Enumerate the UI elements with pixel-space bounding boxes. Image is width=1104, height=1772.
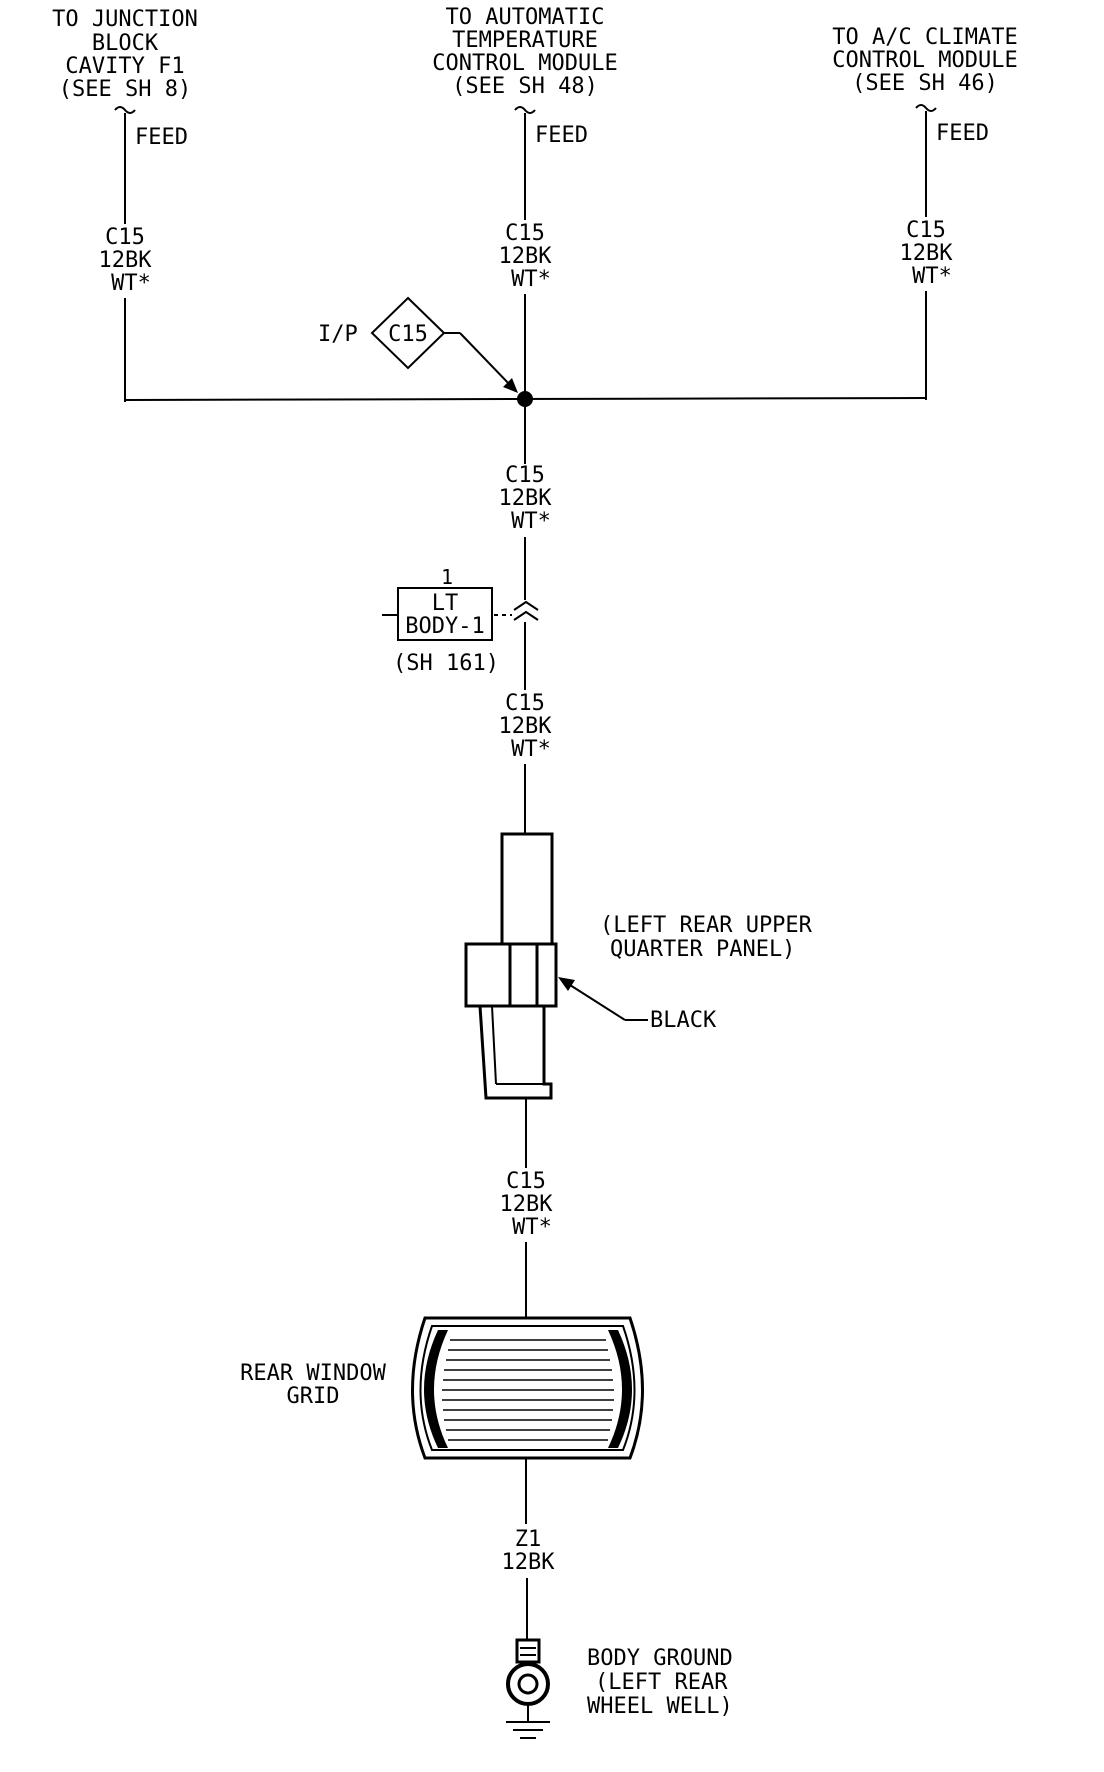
splice-label: I/P C15 [318, 296, 518, 393]
source-temp-line2: TEMPERATURE [452, 28, 598, 53]
source-temp-line3: CONTROL MODULE [432, 51, 617, 76]
splice-leader [459, 332, 513, 388]
source-junction-block: TO JUNCTION BLOCK CAVITY F1 (SEE SH 8) F… [52, 7, 198, 296]
wire-circuit-label: Z1 [515, 1527, 542, 1552]
ground-terminal-crimp [515, 1638, 541, 1664]
feed-break-mark [915, 104, 937, 112]
source-temperature-module: TO AUTOMATIC TEMPERATURE CONTROL MODULE … [432, 5, 617, 292]
color-leader [569, 984, 626, 1021]
grid-label-line2: GRID [287, 1384, 340, 1409]
wire-gauge-label: 12BK [499, 486, 553, 511]
wire-gauge-label: 12BK [499, 244, 553, 269]
wire-color-label: WT* [111, 271, 151, 296]
wire-color-label: WT* [511, 509, 551, 534]
ground-label-line2: (LEFT REAR [595, 1670, 728, 1695]
wire-label-mid2: C15 12BK WT* [499, 691, 553, 762]
connector-location-line2: QUARTER PANEL) [610, 937, 795, 962]
wire-gauge-label: 12BK [500, 1192, 554, 1217]
body-ground: BODY GROUND (LEFT REAR WHEEL WELL) [506, 1638, 733, 1739]
grid-outer-frame [411, 1316, 644, 1460]
ground-eyelet-icon [517, 1673, 539, 1695]
source-junction-line4: (SEE SH 8) [59, 77, 191, 102]
connector-color: BLACK [650, 1008, 717, 1033]
wire-label-mid3: C15 12BK WT* [500, 1169, 554, 1240]
wire-circuit-label: C15 [506, 1169, 546, 1194]
wire-gauge-label: 12BK [99, 248, 153, 273]
wire-circuit-label: C15 [505, 691, 545, 716]
ground-label-line3: WHEEL WELL) [587, 1694, 733, 1719]
feed-label: FEED [135, 125, 188, 150]
grid-bus-bar-left [424, 1330, 448, 1448]
feed-label: FEED [936, 121, 989, 146]
wire-label-mid1: C15 12BK WT* [499, 463, 553, 534]
body-connector: 1 LT BODY-1 (SH 161) [382, 565, 539, 676]
wire-circuit-label: C15 [906, 218, 946, 243]
connector-ref: (SH 161) [393, 651, 499, 676]
wire-color-label: WT* [512, 1215, 552, 1240]
connector-line1: LT [432, 591, 459, 616]
source-temp-line4: (SEE SH 48) [452, 74, 598, 99]
arrow-head-icon [503, 378, 518, 393]
connector-box [397, 587, 493, 641]
source-climate-line3: (SEE SH 46) [852, 71, 998, 96]
arrow-head-icon [558, 977, 575, 991]
grid-label-line1: REAR WINDOW [240, 1361, 386, 1386]
connector-upper-body [500, 832, 554, 946]
feed-break-mark [114, 106, 136, 114]
grid-heater-lines [442, 1339, 614, 1441]
rear-window-grid: REAR WINDOW GRID [240, 1316, 644, 1460]
wire-circuit-label: C15 [505, 463, 545, 488]
wire-gauge-label: 12BK [502, 1550, 556, 1575]
connector-chevron-icon [513, 600, 539, 611]
connector-pin-line [491, 1005, 497, 1085]
connector-location-line1: (LEFT REAR UPPER [600, 913, 813, 938]
wire-circuit-label: C15 [105, 225, 145, 250]
splice-id: C15 [388, 322, 428, 347]
wire-gauge-label: 12BK [900, 241, 954, 266]
grid-bus-bar-right [608, 1330, 632, 1448]
quarter-panel-connector: (LEFT REAR UPPER QUARTER PANEL) BLACK [464, 832, 813, 1100]
source-climate-module: TO A/C CLIMATE CONTROL MODULE (SEE SH 46… [832, 25, 1017, 289]
wire-color-label: WT* [912, 264, 952, 289]
ground-label-line1: BODY GROUND [587, 1646, 733, 1671]
splice-prefix: I/P [318, 322, 358, 347]
feed-break-mark [514, 106, 536, 114]
ground-wire-label: Z1 12BK [502, 1527, 556, 1575]
wire-color-label: WT* [511, 737, 551, 762]
connector-line2: BODY-1 [405, 614, 484, 639]
source-climate-line2: CONTROL MODULE [832, 48, 1017, 73]
source-temp-line1: TO AUTOMATIC [446, 5, 605, 30]
connector-pin: 1 [441, 565, 453, 589]
connector-chevron-icon [513, 610, 539, 621]
connector-lower-body [478, 1005, 553, 1100]
grid-inner-frame [419, 1325, 636, 1451]
wire-gauge-label: 12BK [499, 714, 553, 739]
source-junction-line2: BLOCK [92, 31, 159, 56]
source-climate-line1: TO A/C CLIMATE [832, 25, 1017, 50]
wire-circuit-label: C15 [505, 221, 545, 246]
feed-label: FEED [535, 123, 588, 148]
wire-color-label: WT* [511, 267, 551, 292]
splice-diamond [370, 296, 446, 370]
source-junction-line3: CAVITY F1 [65, 54, 184, 79]
source-junction-line1: TO JUNCTION [52, 7, 198, 32]
